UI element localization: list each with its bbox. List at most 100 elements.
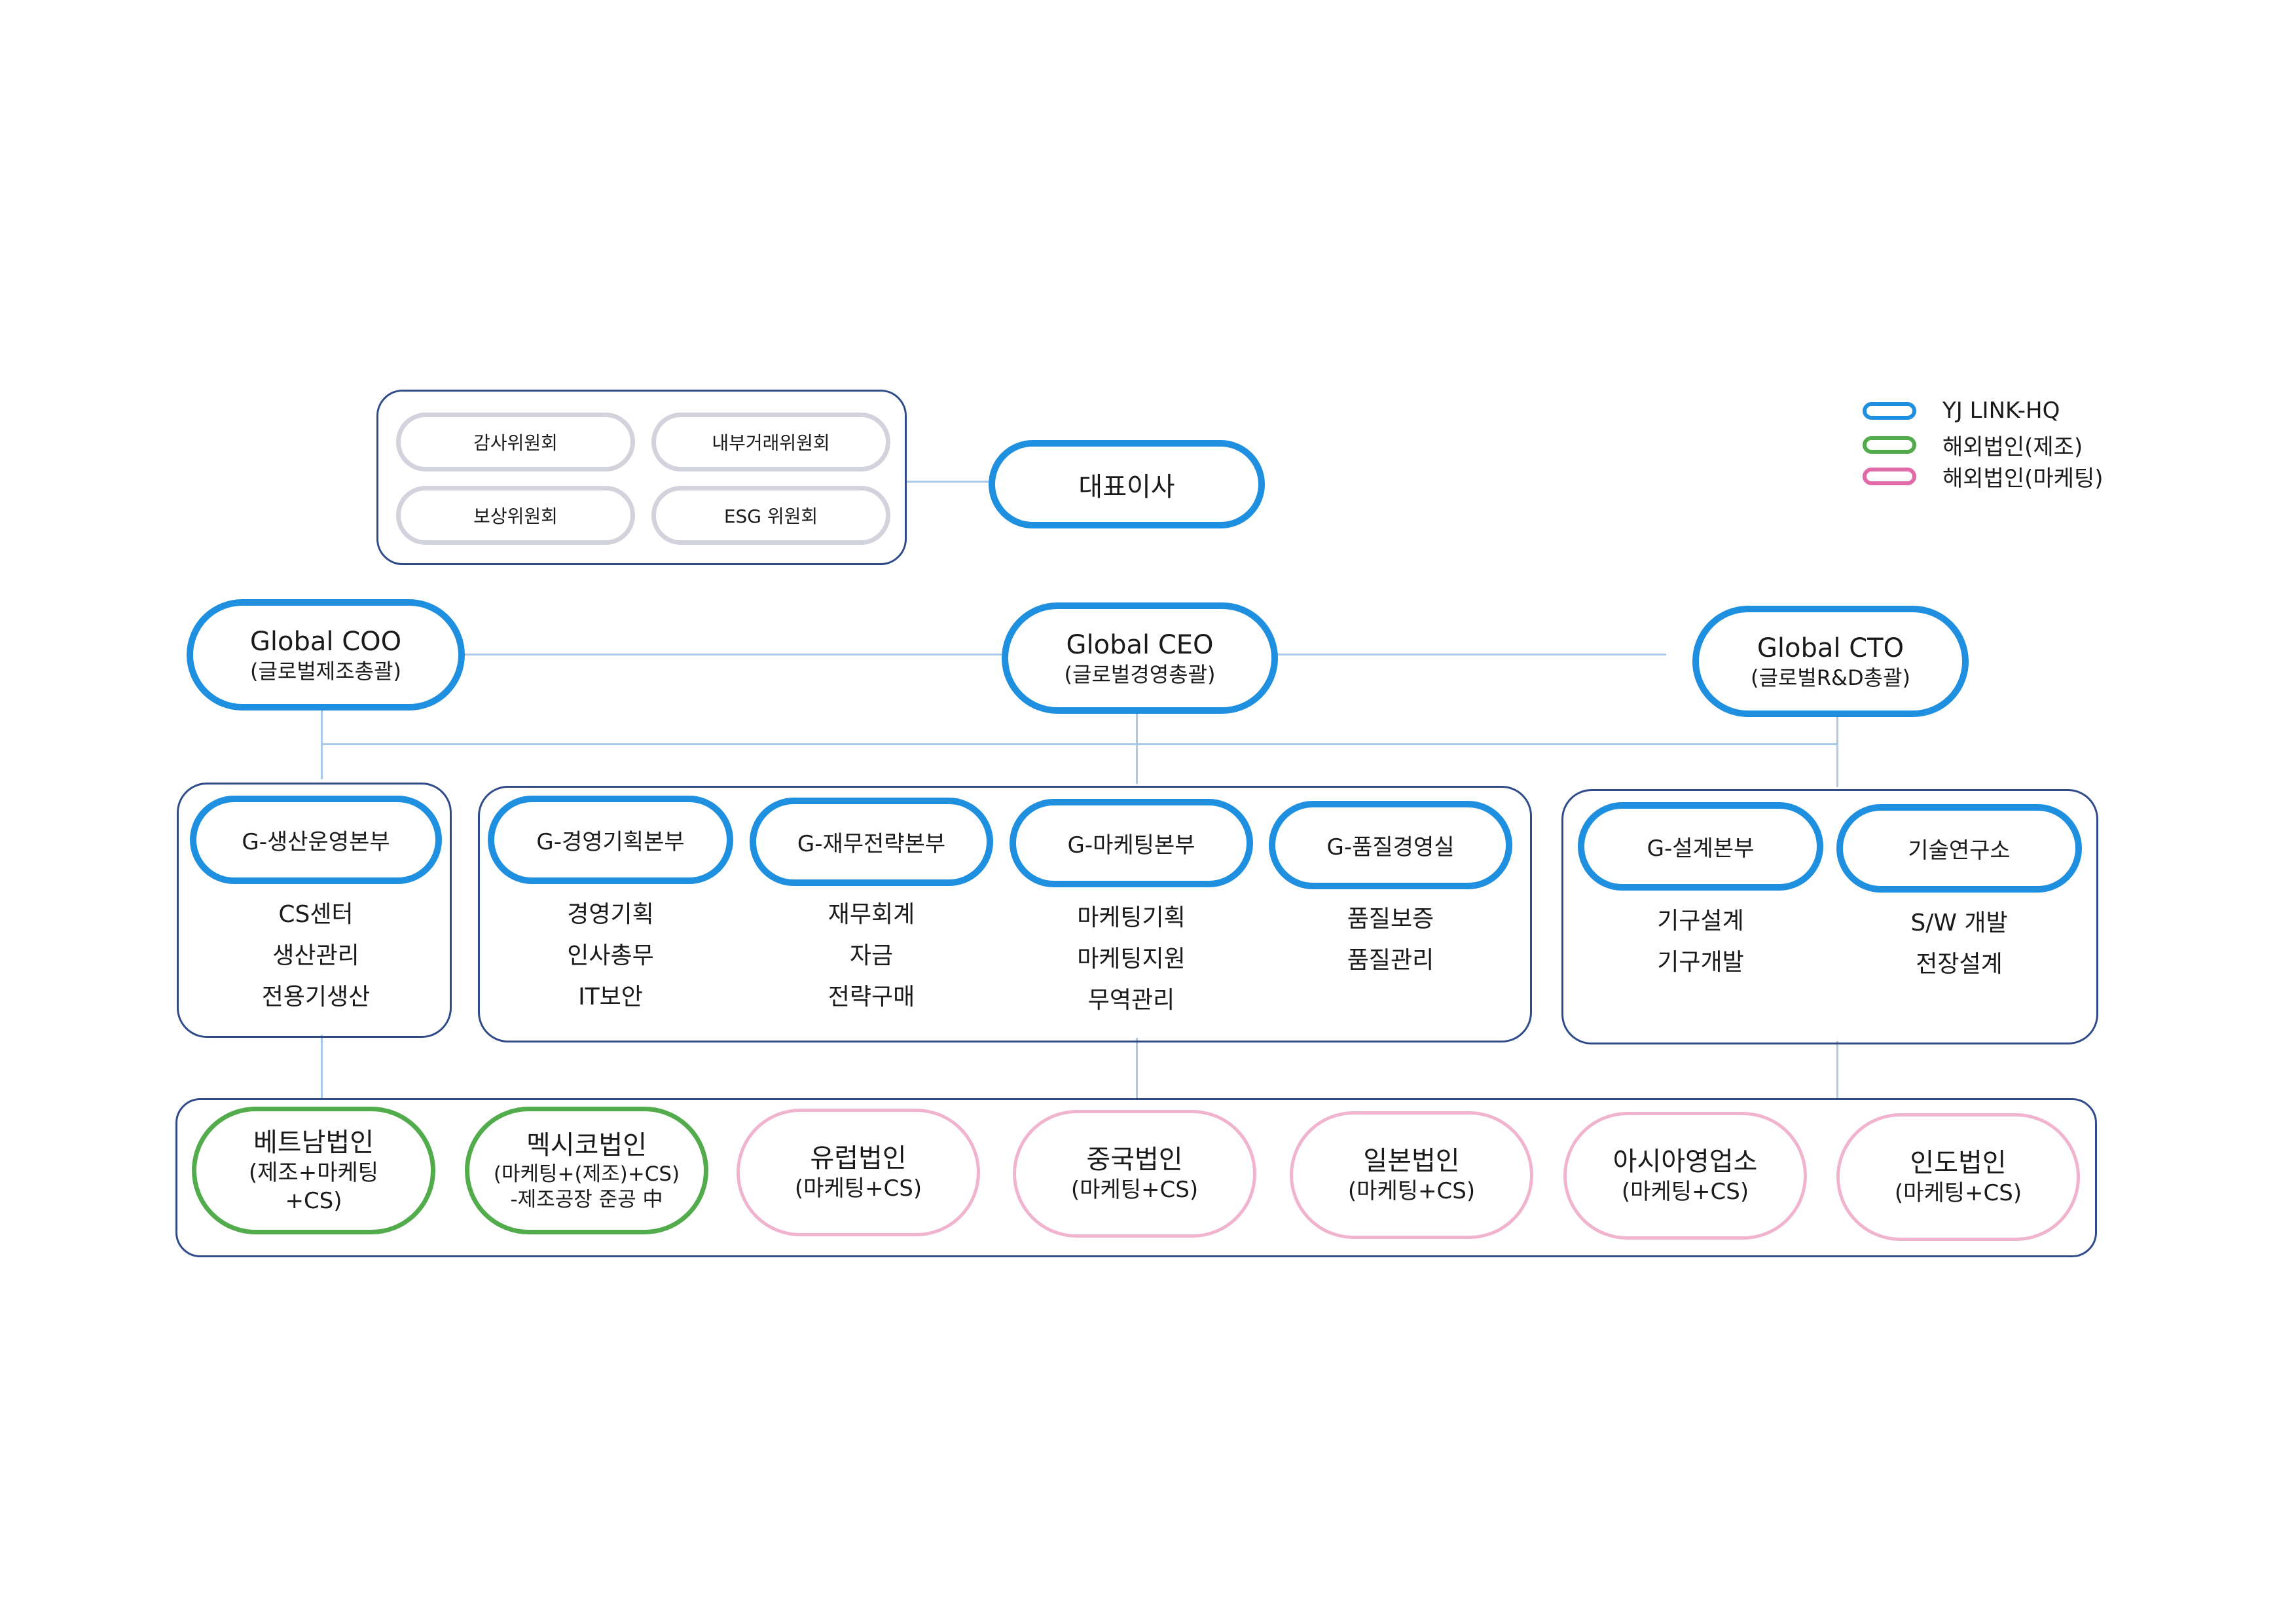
committee-compensation: 보상위원회 bbox=[396, 486, 635, 545]
division-item: S/W 개발 bbox=[1910, 910, 2008, 936]
division-item: CS센터 bbox=[278, 901, 354, 928]
subsidiary-mexico-line1: (마케팅+(제조)+CS) bbox=[493, 1162, 680, 1186]
subsidiary-china-name: 중국법인 bbox=[1086, 1145, 1183, 1175]
division-marketing-label: G-마케팅본부 bbox=[1067, 832, 1195, 858]
executive-ceo: Global CEO(글로벌경영총괄) bbox=[1002, 602, 1278, 714]
legend-marketing: 해외법인(마케팅) bbox=[1863, 460, 2104, 492]
committee-group bbox=[376, 390, 907, 565]
division-group-production bbox=[177, 783, 452, 1038]
division-production-items: CS센터 생산관리 전용기생산 bbox=[190, 894, 442, 1018]
executive-coo-subtitle: (글로벌제조총괄) bbox=[249, 659, 402, 684]
division-production-label: G-생산운영본부 bbox=[242, 829, 390, 855]
ceo-board-node: 대표이사 bbox=[989, 440, 1265, 528]
subsidiaries-group bbox=[175, 1098, 2097, 1257]
division-item: 자금 bbox=[849, 942, 894, 969]
legend-swatch-manufacturing bbox=[1863, 436, 1916, 454]
subsidiary-europe-name: 유럽법인 bbox=[810, 1143, 907, 1174]
division-item: IT보안 bbox=[578, 984, 643, 1010]
legend-hq: YJ LINK-HQ bbox=[1863, 397, 2060, 424]
division-design-items: 기구설계 기구개발 bbox=[1578, 900, 1823, 983]
division-finance: G-재무전략본부 bbox=[750, 798, 993, 886]
subsidiary-asia-office: 아시아영업소(마케팅+CS) bbox=[1563, 1112, 1807, 1240]
legend-label-marketing: 해외법인(마케팅) bbox=[1942, 466, 2104, 492]
subsidiary-india-name: 인도법인 bbox=[1910, 1148, 2007, 1179]
division-item: 기구개발 bbox=[1657, 949, 1744, 976]
division-item: 전략구매 bbox=[828, 984, 915, 1010]
committee-compensation-label: 보상위원회 bbox=[473, 506, 558, 527]
executive-ceo-subtitle: (글로벌경영총괄) bbox=[1064, 662, 1216, 687]
division-quality-label: G-품질경영실 bbox=[1326, 834, 1455, 860]
subsidiary-vietnam: 베트남법인(제조+마케팅+CS) bbox=[192, 1107, 435, 1234]
subsidiary-japan: 일본법인(마케팅+CS) bbox=[1290, 1111, 1533, 1239]
division-quality-items: 품질보증 품질관리 bbox=[1269, 898, 1512, 981]
executive-coo: Global COO(글로벌제조총괄) bbox=[187, 599, 465, 710]
division-group-management bbox=[478, 786, 1532, 1043]
committee-internal-trade-label: 내부거래위원회 bbox=[712, 432, 830, 454]
subsidiary-vietnam-line2: +CS) bbox=[285, 1187, 342, 1214]
division-quality: G-품질경영실 bbox=[1269, 801, 1512, 889]
division-item: 경영기획 bbox=[567, 901, 654, 928]
executive-cto: Global CTO(글로벌R&D총괄) bbox=[1692, 606, 1969, 717]
division-research-items: S/W 개발 전장설계 bbox=[1836, 902, 2082, 985]
subsidiary-japan-line1: (마케팅+CS) bbox=[1347, 1178, 1476, 1205]
subsidiary-india: 인도법인(마케팅+CS) bbox=[1836, 1113, 2080, 1241]
legend-label-hq: YJ LINK-HQ bbox=[1942, 397, 2060, 424]
division-item: 생산관리 bbox=[272, 942, 359, 969]
executive-ceo-title: Global CEO bbox=[1066, 630, 1214, 660]
connector-cto-down bbox=[1836, 714, 1838, 787]
ceo-board-label: 대표이사 bbox=[1078, 471, 1175, 502]
division-design-label: G-설계본부 bbox=[1647, 836, 1755, 862]
connector-committee-ceo bbox=[907, 481, 989, 483]
division-production: G-생산운영본부 bbox=[190, 796, 442, 884]
division-item: 품질관리 bbox=[1347, 947, 1434, 974]
connector-rnd-sub bbox=[1836, 1041, 1838, 1098]
division-planning-label: G-경영기획본부 bbox=[536, 829, 685, 855]
committee-esg-label: ESG 위원회 bbox=[723, 506, 818, 527]
division-item: 품질보증 bbox=[1347, 906, 1434, 932]
subsidiary-mexico-line2: -제조공장 준공 中 bbox=[510, 1187, 663, 1211]
connector-coo-down bbox=[321, 707, 323, 779]
subsidiary-vietnam-name: 베트남법인 bbox=[253, 1128, 374, 1158]
subsidiary-europe-line1: (마케팅+CS) bbox=[794, 1175, 922, 1202]
connector-mgmt-sub bbox=[1136, 1038, 1138, 1098]
subsidiary-india-line1: (마케팅+CS) bbox=[1894, 1180, 2022, 1207]
division-finance-items: 재무회계 자금 전략구매 bbox=[750, 894, 993, 1018]
division-item: 마케팅기획 bbox=[1077, 904, 1186, 931]
division-research-label: 기술연구소 bbox=[1908, 838, 2011, 864]
legend-manufacturing: 해외법인(제조) bbox=[1863, 429, 2083, 461]
committee-internal-trade: 내부거래위원회 bbox=[651, 413, 890, 471]
subsidiary-asia-office-name: 아시아영업소 bbox=[1613, 1147, 1758, 1177]
executive-coo-title: Global COO bbox=[249, 627, 402, 657]
subsidiary-asia-office-line1: (마케팅+CS) bbox=[1621, 1179, 1749, 1206]
division-item: 무역관리 bbox=[1087, 987, 1175, 1014]
subsidiary-europe: 유럽법인(마케팅+CS) bbox=[737, 1109, 980, 1236]
subsidiary-japan-name: 일본법인 bbox=[1363, 1146, 1460, 1177]
division-planning-items: 경영기획 인사총무 IT보안 bbox=[488, 894, 733, 1018]
division-item: 전용기생산 bbox=[261, 984, 371, 1010]
subsidiary-china-line1: (마케팅+CS) bbox=[1070, 1177, 1199, 1204]
division-finance-label: G-재무전략본부 bbox=[797, 831, 946, 857]
connector-ceo-down bbox=[1136, 710, 1138, 784]
division-planning: G-경영기획본부 bbox=[488, 796, 733, 884]
connector-prod-sub bbox=[321, 1035, 323, 1098]
division-marketing-items: 마케팅기획 마케팅지원 무역관리 bbox=[1010, 897, 1253, 1021]
division-research: 기술연구소 bbox=[1836, 804, 2082, 893]
executive-cto-subtitle: (글로벌R&D총괄) bbox=[1751, 665, 1910, 690]
connector-executive-bus bbox=[321, 743, 1836, 745]
executive-cto-title: Global CTO bbox=[1757, 633, 1904, 663]
division-marketing: G-마케팅본부 bbox=[1010, 799, 1253, 887]
division-item: 인사총무 bbox=[567, 942, 654, 969]
committee-audit: 감사위원회 bbox=[396, 413, 635, 471]
legend-swatch-hq bbox=[1863, 401, 1916, 420]
subsidiary-vietnam-line1: (제조+마케팅 bbox=[248, 1160, 379, 1186]
subsidiary-mexico: 멕시코법인(마케팅+(제조)+CS)-제조공장 준공 中 bbox=[465, 1107, 708, 1234]
legend-swatch-marketing bbox=[1863, 468, 1916, 485]
legend-label-manufacturing: 해외법인(제조) bbox=[1942, 434, 2083, 460]
division-item: 재무회계 bbox=[828, 901, 915, 928]
subsidiary-china: 중국법인(마케팅+CS) bbox=[1013, 1110, 1256, 1238]
committee-esg: ESG 위원회 bbox=[651, 486, 890, 545]
division-design: G-설계본부 bbox=[1578, 802, 1823, 891]
subsidiary-mexico-name: 멕시코법인 bbox=[526, 1130, 647, 1160]
committee-audit-label: 감사위원회 bbox=[473, 432, 558, 454]
division-item: 기구설계 bbox=[1657, 908, 1744, 934]
